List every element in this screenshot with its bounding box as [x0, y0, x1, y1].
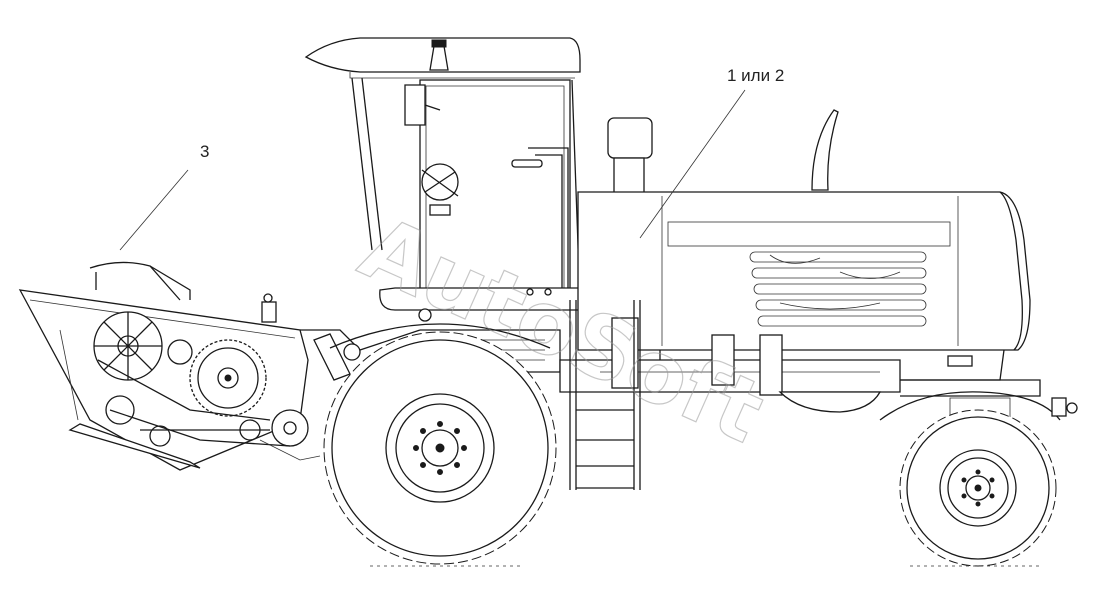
callout-label-cab-engine: 1 или 2 [727, 66, 785, 85]
callout-label-header: 3 [200, 142, 210, 161]
leader-line-cab-engine [639, 89, 746, 239]
header-attachment [18, 261, 421, 471]
front-wheel [323, 323, 557, 565]
chassis [420, 300, 1078, 490]
leader-line-header [119, 169, 189, 251]
engine-hood [577, 109, 1031, 381]
rear-wheel [899, 409, 1057, 567]
